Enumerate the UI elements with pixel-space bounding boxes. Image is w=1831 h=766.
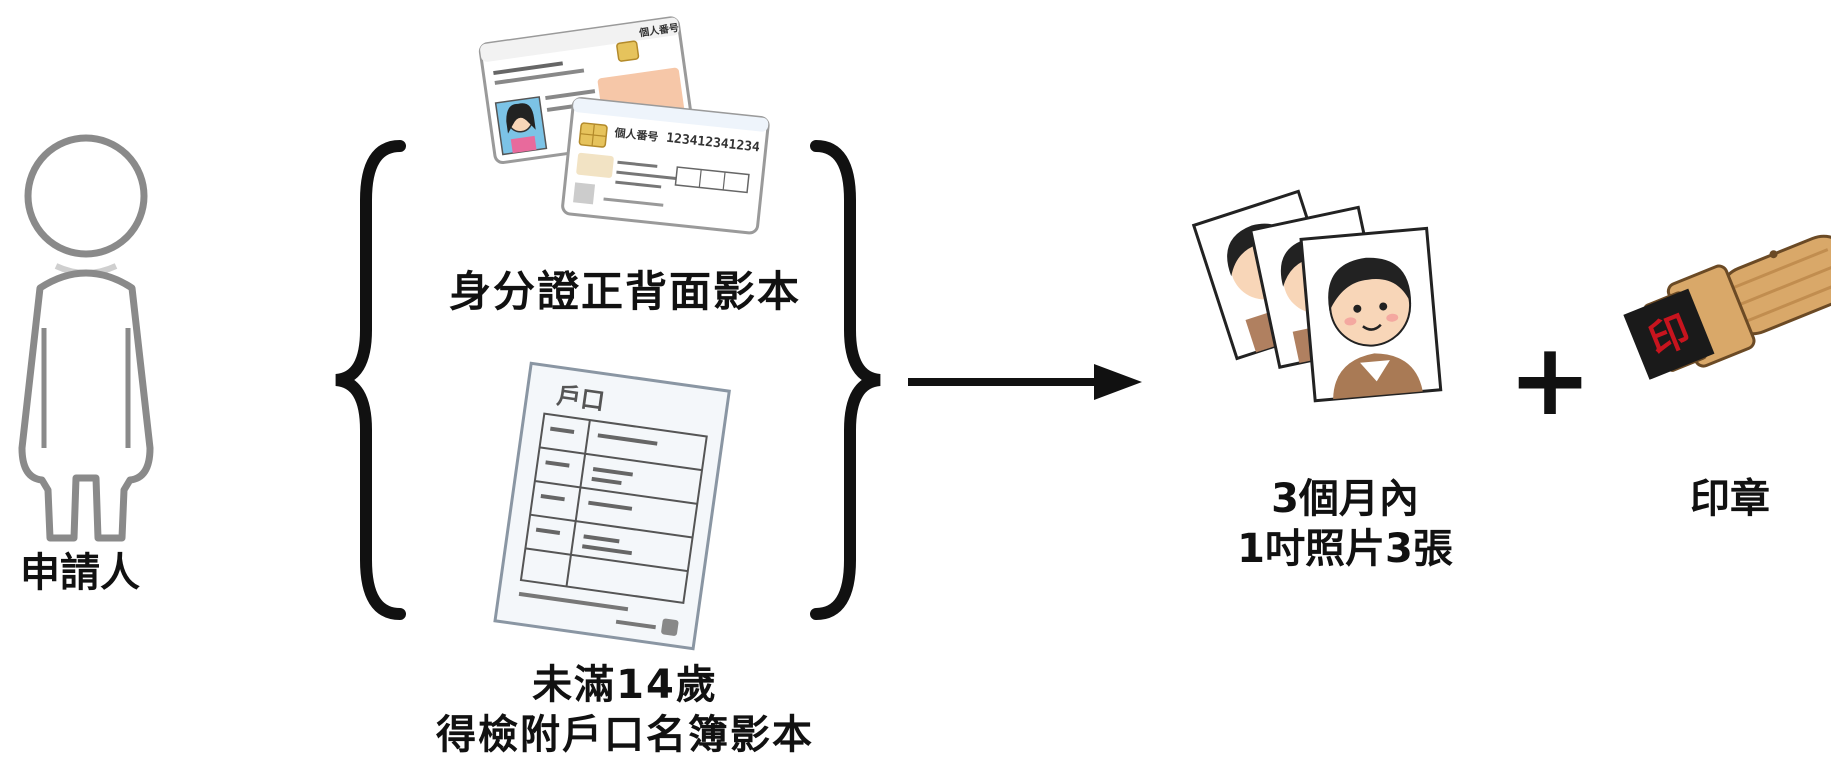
photos-line1: 3個月內: [1271, 476, 1419, 522]
id-card-label: 身分證正背面影本: [448, 267, 801, 316]
photos-label: 3個月內 1吋照片3張: [1180, 474, 1510, 574]
household-register-line1: 未滿14歲: [532, 662, 718, 708]
household-register-line2: 得檢附戶口名簿影本: [436, 712, 814, 758]
seal-label: 印章: [1690, 476, 1770, 522]
plus-sign: +: [1508, 321, 1592, 438]
id-card-illustration: 個人番号 個人番号 123412341234: [478, 16, 770, 235]
id-photos-illustration: [1191, 189, 1443, 403]
household-register-illustration: 戶口: [493, 361, 731, 651]
seal-stamp-illustration: 印: [1623, 234, 1831, 380]
household-register-label: 未滿14歲 得檢附戶口名簿影本: [380, 660, 870, 760]
left-brace: [335, 140, 406, 620]
register-heading: 戶口: [555, 381, 606, 415]
back-card-title: 個人番号: [613, 125, 659, 144]
arrow-right-icon: [908, 364, 1142, 400]
photos-line2: 1吋照片3張: [1237, 526, 1453, 572]
right-brace: [810, 140, 881, 620]
applicant-label: 申請人: [20, 550, 140, 596]
applicant-figure: [18, 134, 154, 542]
